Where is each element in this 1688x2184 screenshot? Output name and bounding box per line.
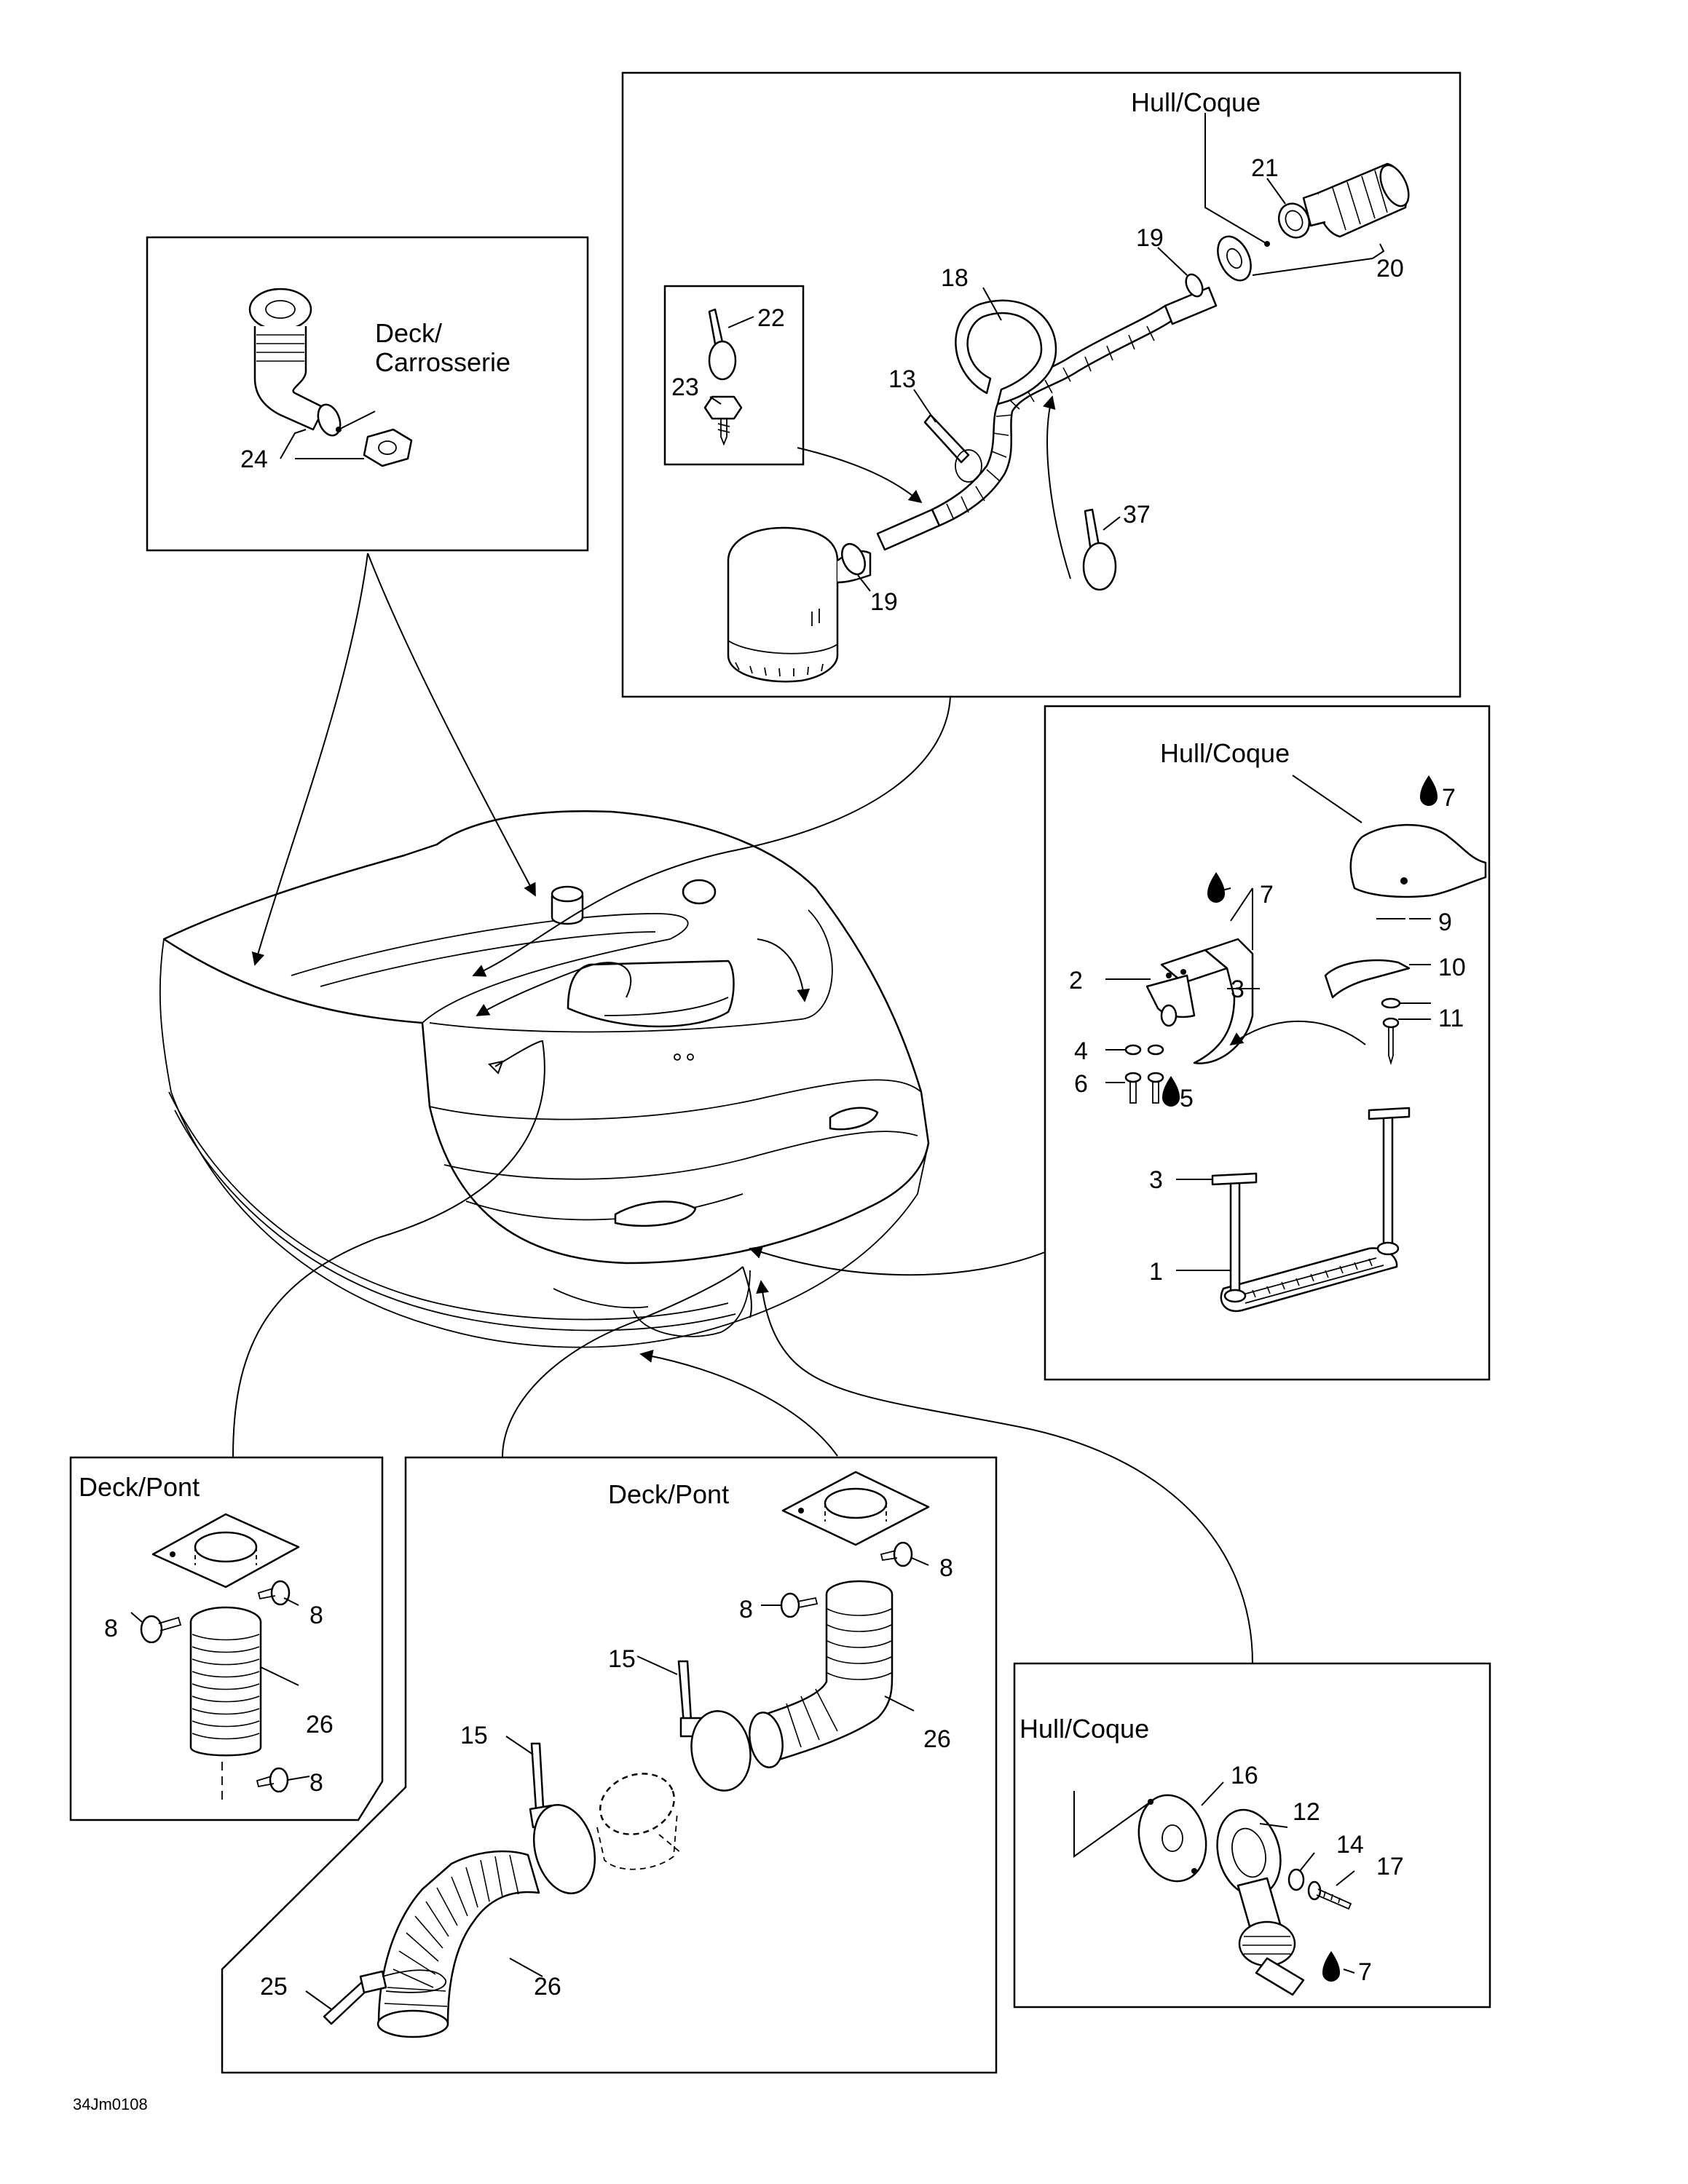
sealant-drop-icon <box>1162 1076 1180 1107</box>
deck-pont-label-left: Deck/Pont <box>79 1472 200 1502</box>
vent-duct-26-lower <box>376 1850 540 2038</box>
callout-26-lower: 26 <box>534 1973 561 2001</box>
callout-9: 9 <box>1438 909 1452 936</box>
panel-frame-deck-fitting <box>146 236 589 552</box>
hull-label-top: Hull/Coque <box>1131 87 1261 117</box>
callout-8-mid-right: 8 <box>939 1554 953 1582</box>
vent-duct-26-elbow <box>749 1580 894 1768</box>
bilge-hose <box>876 286 1218 551</box>
callout-25: 25 <box>260 1973 288 2001</box>
bracket-9 <box>1324 959 1411 999</box>
connector-arrows <box>232 395 1366 1664</box>
drain-plug <box>1238 1920 1305 1996</box>
ladder-assembly <box>1211 1107 1411 1313</box>
callout-8-left-bottom: 8 <box>309 1769 323 1797</box>
bracket-2-3 <box>1145 938 1254 1064</box>
callout-14: 14 <box>1336 1831 1364 1859</box>
strap-tie-37 <box>1082 508 1117 591</box>
hose-clamp-19-lower <box>841 542 866 576</box>
screw-8-mid-a <box>780 1592 819 1618</box>
strap-15-upper <box>677 1660 752 1792</box>
callout-12: 12 <box>1293 1798 1320 1826</box>
sealant-drop-icon <box>1420 775 1437 806</box>
callout-8-left-side: 8 <box>104 1615 118 1642</box>
drawing-code: 34Jm0108 <box>73 2095 148 2113</box>
callout-16: 16 <box>1231 1762 1258 1789</box>
callout-26-left: 26 <box>306 1711 334 1738</box>
callout-13: 13 <box>888 365 916 393</box>
callout-6: 6 <box>1074 1070 1088 1098</box>
callout-22: 22 <box>757 304 785 332</box>
callout-20: 20 <box>1376 255 1404 282</box>
callout-19-upper: 19 <box>1136 224 1164 252</box>
hull-label-drain: Hull/Coque <box>1019 1714 1149 1744</box>
panel-frame-left-vent <box>69 1456 384 1821</box>
panel-frame-bilge-pump <box>621 71 1462 698</box>
screw-8-mid-b <box>880 1541 913 1567</box>
strap-tie-25 <box>323 1969 446 2025</box>
panel-frame-strap-tie <box>663 285 805 466</box>
deck-carrosserie-label-line2: Carrosserie <box>375 347 510 377</box>
callout-37: 37 <box>1123 501 1151 529</box>
callout-23: 23 <box>671 373 699 401</box>
callout-24: 24 <box>240 446 268 473</box>
bolt-6 <box>1124 1072 1142 1104</box>
hull-plate-16 <box>1137 1794 1207 1883</box>
callout-1: 1 <box>1149 1258 1163 1286</box>
hose-clamp-19-upper <box>1185 273 1204 298</box>
callout-17: 17 <box>1376 1853 1404 1880</box>
screw-8-left-b <box>257 1580 291 1606</box>
panel-frame-ladder <box>1044 705 1491 1381</box>
callout-5: 5 <box>1180 1085 1194 1112</box>
callout-15-upper: 15 <box>608 1645 636 1673</box>
hull-bracket-plate <box>1349 823 1487 898</box>
washer-10 <box>1381 997 1401 1009</box>
callout-18: 18 <box>941 264 969 292</box>
callout-3-bracket: 3 <box>1231 976 1245 1003</box>
strap-15-lower <box>529 1742 596 1895</box>
callout-21: 21 <box>1251 154 1279 182</box>
callout-7-ladder-bracket: 7 <box>1260 881 1274 909</box>
callout-3-ladder: 3 <box>1149 1166 1163 1194</box>
strap-tie-13 <box>923 414 982 483</box>
ring-21 <box>1277 202 1311 239</box>
screw-8-left-c <box>256 1767 289 1793</box>
deck-carrosserie-label-line1: Deck/ <box>375 318 442 348</box>
callout-26-elbow: 26 <box>923 1725 951 1753</box>
drain-fitting-12 <box>1216 1808 1283 1938</box>
washer-14 <box>1287 1868 1305 1891</box>
pin-11 <box>1382 1017 1400 1066</box>
panel-frame-vent-duct <box>221 1456 998 2074</box>
deck-fitting-24 <box>248 288 413 467</box>
callout-2: 2 <box>1069 967 1083 994</box>
screw-23 <box>703 395 743 446</box>
callout-11: 11 <box>1438 1005 1464 1032</box>
deck-plate-mid <box>781 1471 930 1546</box>
leader-lines <box>130 113 1431 2010</box>
sealant-drop-icon <box>1207 872 1225 903</box>
sealant-drop-icon <box>1322 1951 1340 1982</box>
deck-pont-label-mid: Deck/Pont <box>608 1479 729 1509</box>
hull-label-ladder: Hull/Coque <box>1160 738 1290 768</box>
callout-8-mid-left: 8 <box>739 1596 753 1623</box>
callout-19-lower: 19 <box>870 588 898 616</box>
callout-15-lower: 15 <box>460 1722 488 1749</box>
callout-7-ladder-top: 7 <box>1442 784 1456 812</box>
deck-plate-left <box>151 1513 300 1588</box>
screw-8-left-a <box>140 1615 182 1644</box>
callout-4: 4 <box>1074 1037 1088 1065</box>
callout-7-drain: 7 <box>1358 1958 1372 1986</box>
callout-10: 10 <box>1438 954 1466 981</box>
bolt-5 <box>1147 1072 1164 1104</box>
washer-4 <box>1124 1044 1164 1056</box>
strap-tie-22 <box>708 308 737 381</box>
vent-tube-26-left <box>189 1606 262 1802</box>
watercraft-rear-view <box>159 810 930 1348</box>
screw-17 <box>1307 1880 1352 1910</box>
vent-fan-housing <box>596 1773 682 1870</box>
callout-8-left-top: 8 <box>309 1602 323 1629</box>
